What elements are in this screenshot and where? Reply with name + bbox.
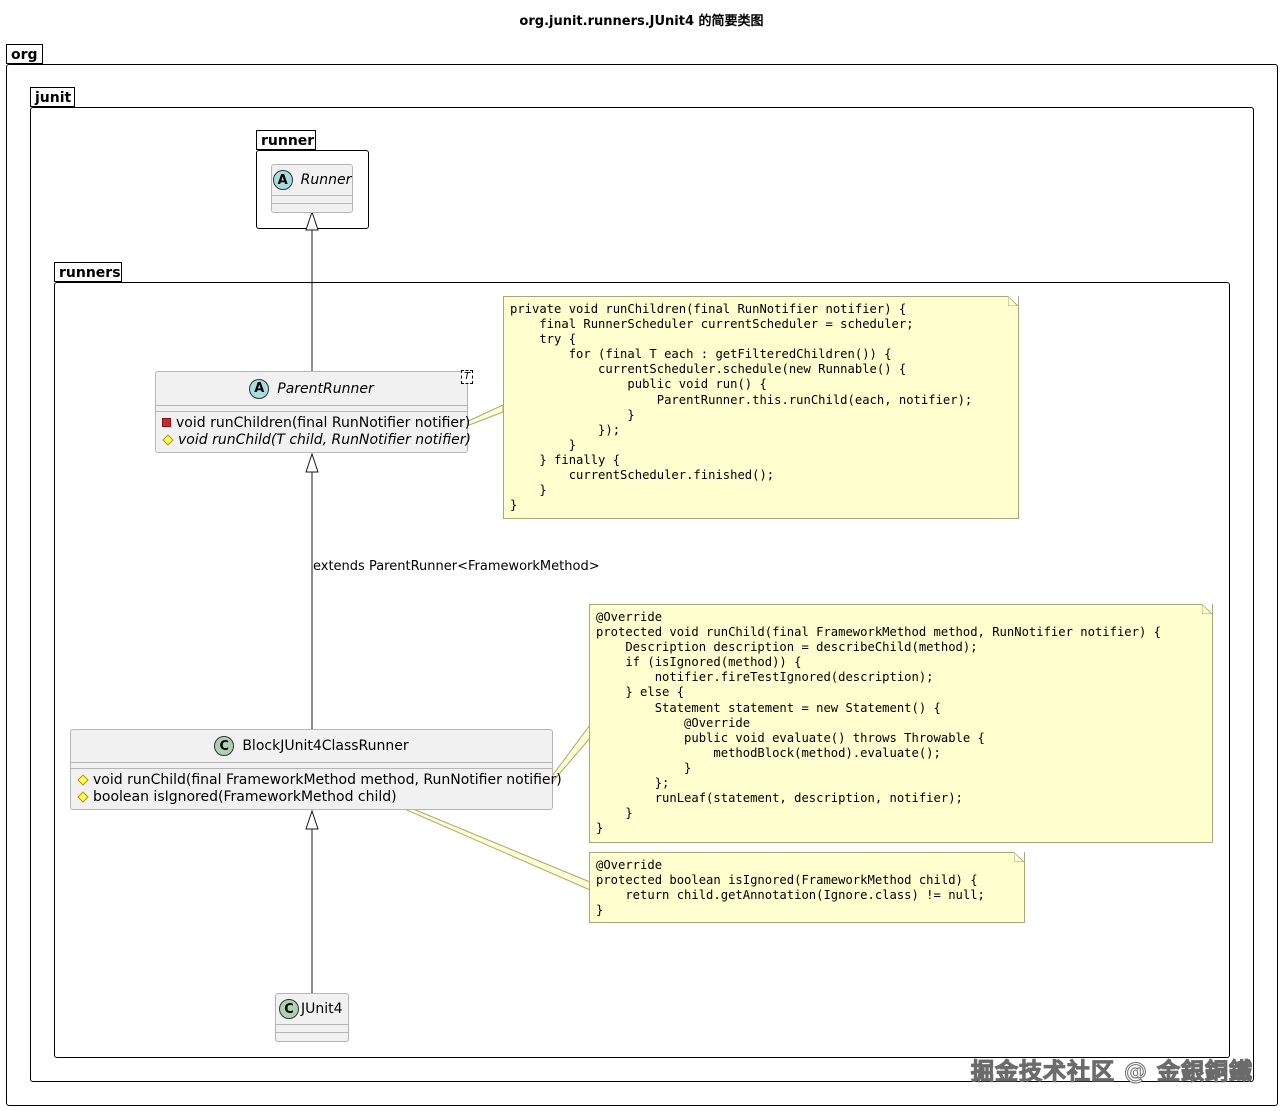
class-name: JUnit4 — [301, 1001, 343, 1017]
class-name: ParentRunner — [277, 380, 374, 397]
diagram-title: org.junit.runners.JUnit4 的简要类图 — [519, 14, 764, 29]
method-runchild[interactable]: void runChild(final FrameworkMethod meth… — [71, 771, 562, 788]
note-runchild: @Override protected void runChild(final … — [589, 604, 1213, 843]
private-visibility-icon — [162, 418, 171, 427]
class-runner[interactable]: A Runner — [271, 164, 353, 213]
abstract-class-icon: A — [272, 170, 293, 190]
protected-visibility-icon — [77, 773, 89, 786]
note-fold-icon — [1008, 296, 1018, 306]
method-isignored[interactable]: boolean isIgnored(FrameworkMethod child) — [71, 788, 552, 805]
note-fold-icon — [1202, 604, 1212, 614]
inheritance-arrow-runner — [305, 210, 319, 231]
package-org-tab: org — [6, 44, 43, 64]
abstract-class-icon: A — [249, 378, 270, 399]
protected-visibility-icon — [162, 433, 174, 446]
class-blockjunit4classrunner[interactable]: C BlockJUnit4ClassRunner void runChild(f… — [70, 729, 562, 810]
method-runchildren[interactable]: void runChildren(final RunNotifier notif… — [156, 414, 470, 431]
package-junit-tab: junit — [30, 87, 75, 107]
class-junit4[interactable]: C JUnit4 — [275, 993, 349, 1042]
watermark: 掘金技术社区 @ 金銀銅鐵 — [970, 1059, 1253, 1086]
note-runchildren: private void runChildren(final RunNotifi… — [503, 296, 1019, 519]
class-name: BlockJUnit4ClassRunner — [242, 738, 409, 754]
class-icon: C — [214, 736, 235, 756]
note-fold-icon — [1014, 852, 1024, 862]
package-runners — [54, 282, 1230, 1058]
protected-visibility-icon — [77, 790, 89, 803]
package-runners-tab: runners — [54, 262, 122, 282]
type-parameter: T — [461, 370, 474, 384]
package-junit — [30, 107, 1254, 1082]
method-runchild[interactable]: void runChild(T child, RunNotifier notif… — [156, 431, 471, 448]
class-parentrunner[interactable]: A ParentRunner void runChildren(final Ru… — [155, 371, 471, 453]
class-name: Runner — [300, 172, 352, 188]
note-connector-isignored — [383, 796, 591, 891]
package-runner-tab: runner — [256, 130, 316, 150]
note-isignored: @Override protected boolean isIgnored(Fr… — [589, 852, 1025, 923]
class-icon: C — [279, 999, 299, 1019]
package-org — [6, 64, 1278, 1106]
extends-label: extends ParentRunner<FrameworkMethod> — [313, 559, 600, 574]
inheritance-arrow-parentrunner — [305, 452, 319, 473]
inheritance-arrow-block — [305, 809, 319, 830]
